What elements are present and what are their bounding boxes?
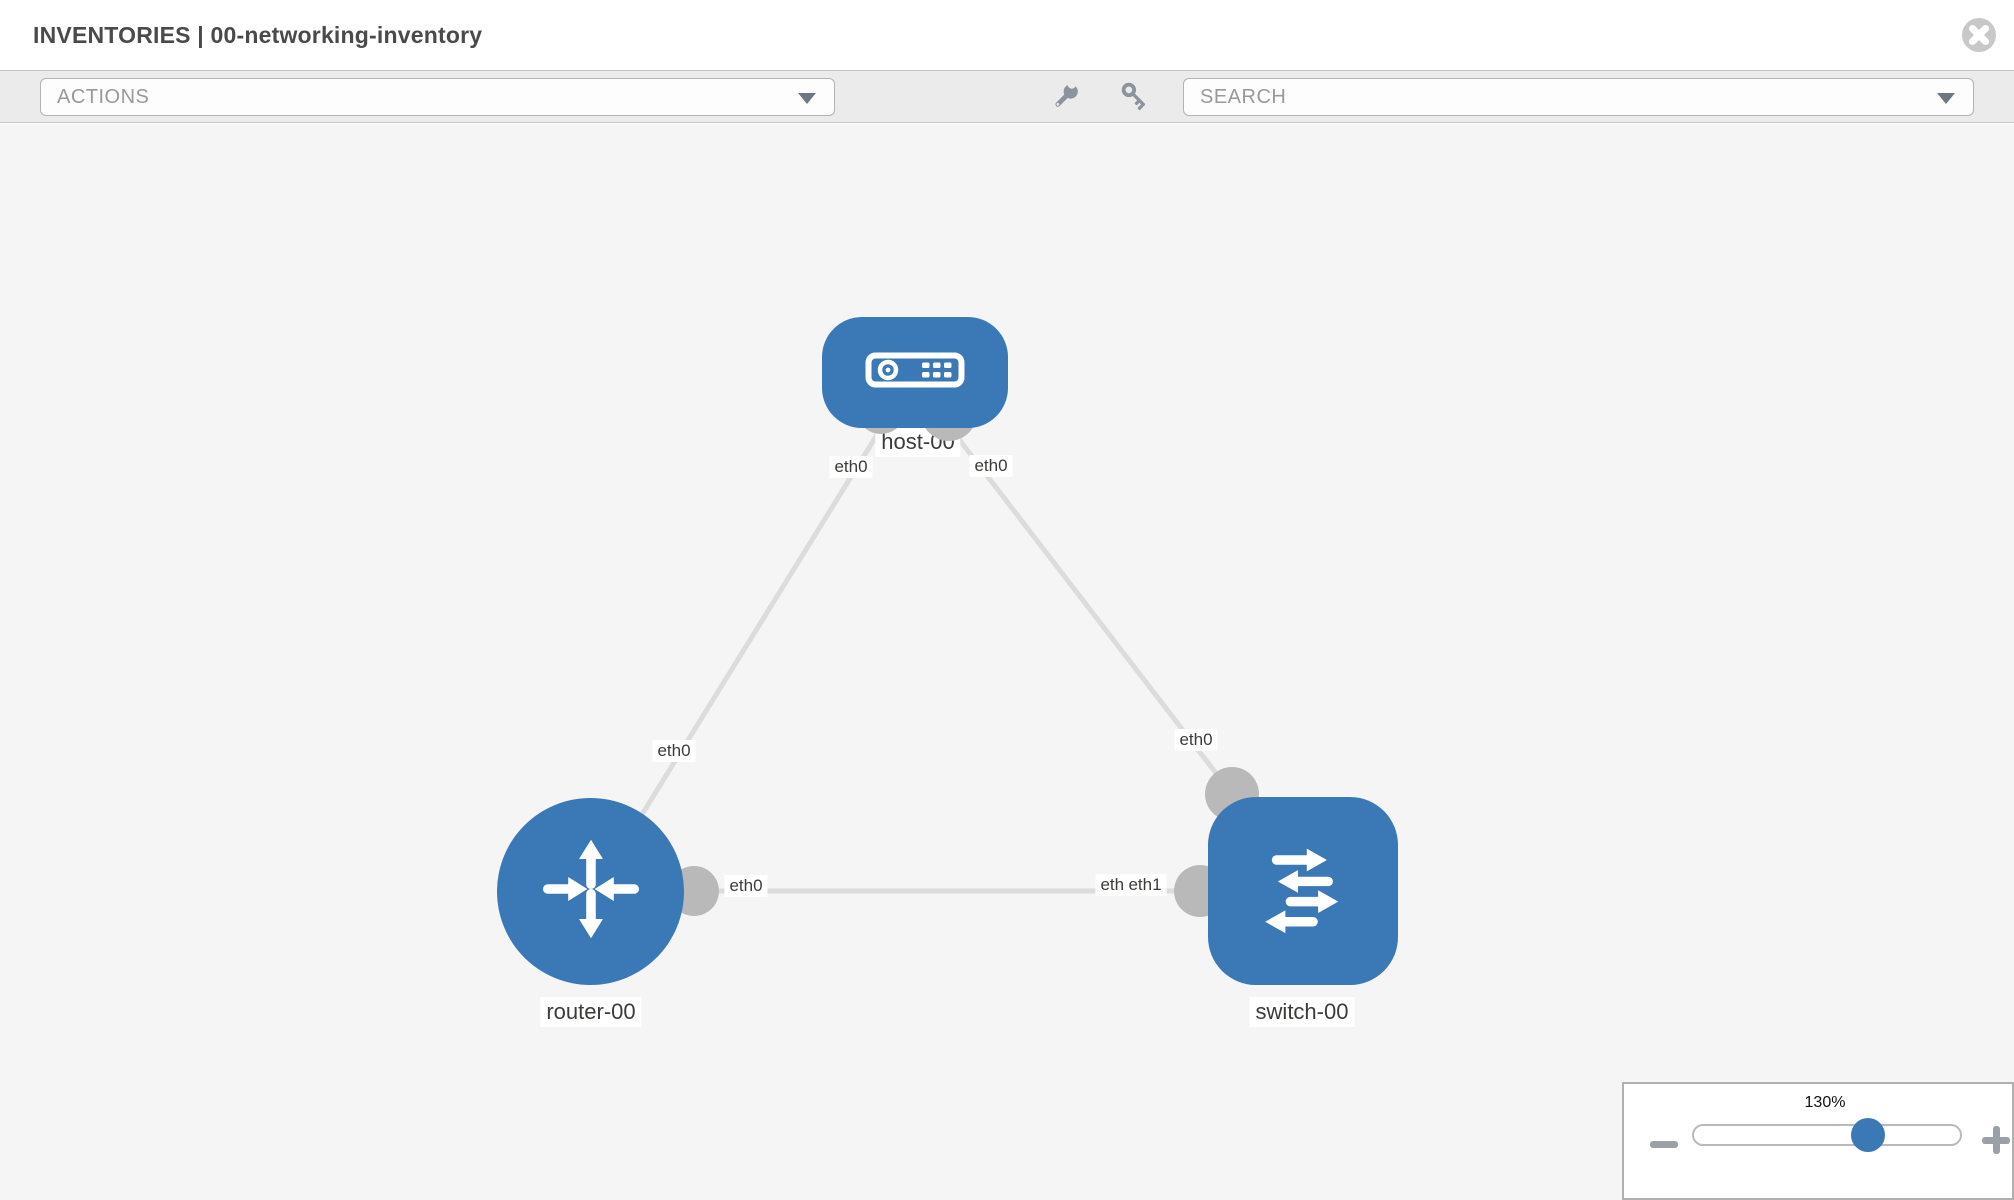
chevron-down-icon (1937, 93, 1955, 104)
page-title: INVENTORIES | 00-networking-inventory (33, 22, 483, 48)
wrench-icon (1049, 72, 1083, 116)
node-router[interactable] (497, 798, 684, 985)
zoom-slider-track[interactable] (1692, 1118, 1962, 1152)
host-icon (865, 352, 965, 393)
zoom-level-label: 130% (1804, 1094, 1846, 1111)
search-dropdown-label: SEARCH (1200, 86, 1287, 108)
chevron-down-icon (798, 93, 816, 104)
close-button[interactable] (1960, 16, 1998, 54)
key-icon (1118, 79, 1152, 116)
search-dropdown[interactable]: SEARCH (1183, 78, 1974, 116)
interface-label-router-switch-router-side: eth0 (724, 875, 768, 897)
zoom-slider-handle[interactable] (1851, 1118, 1885, 1152)
interface-label-host-router-router-side: eth0 (652, 740, 696, 762)
actions-dropdown-label: ACTIONS (57, 86, 150, 108)
plus-icon (1992, 1126, 2000, 1154)
interface-label-host-switch-switch-side: eth0 (1174, 729, 1218, 751)
toolbar: ACTIONS (0, 71, 2014, 123)
interface-label-host-router-host-side: eth0 (829, 456, 873, 478)
node-host[interactable] (822, 317, 1008, 428)
actions-dropdown[interactable]: ACTIONS (40, 78, 835, 116)
switch-icon (1240, 826, 1366, 957)
node-label-switch: switch-00 (1249, 997, 1355, 1027)
zoom-in-button[interactable] (1980, 1124, 2012, 1156)
close-icon (1960, 18, 1998, 57)
interface-label-host-switch-host-side: eth0 (969, 455, 1013, 477)
zoom-panel: 130% (1622, 1082, 2014, 1200)
node-label-router: router-00 (540, 997, 642, 1027)
topology-canvas[interactable] (0, 124, 2014, 1200)
minus-icon (1650, 1141, 1678, 1148)
header-bar: INVENTORIES | 00-networking-inventory (0, 0, 2014, 71)
credentials-button[interactable] (1113, 77, 1157, 117)
node-label-host: host-00 (875, 427, 961, 457)
interface-label-router-switch-switch-side-over: eth1 (1123, 874, 1167, 896)
link-host-router[interactable] (617, 428, 883, 852)
zoom-out-button[interactable] (1648, 1132, 1682, 1156)
router-icon (531, 829, 651, 954)
configure-button[interactable] (1044, 72, 1088, 117)
node-switch[interactable] (1208, 797, 1398, 985)
